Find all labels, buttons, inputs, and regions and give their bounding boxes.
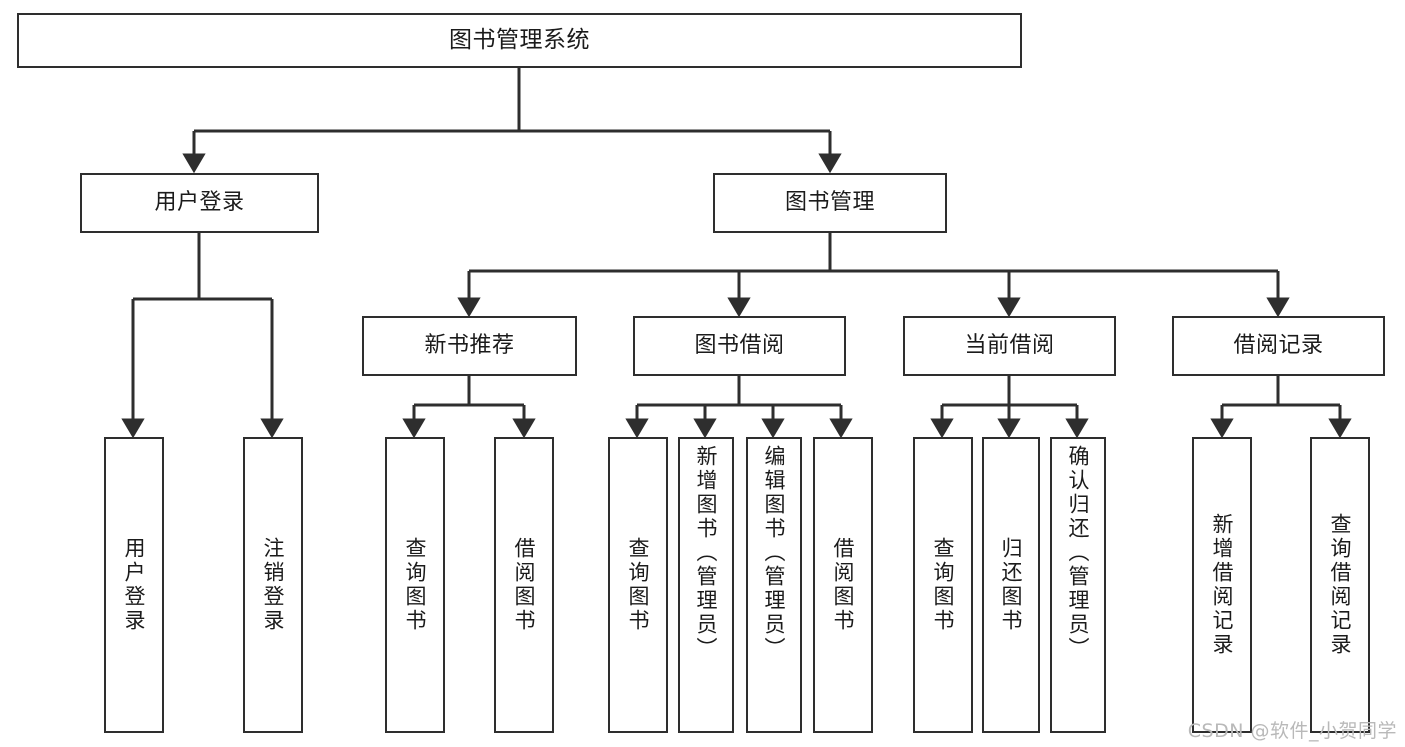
node-label: 新增借阅记录: [1210, 513, 1235, 657]
node-label: 确认归还（管理员）: [1066, 445, 1091, 661]
leaf-book-borrow-borrow-books[interactable]: 借阅图书: [813, 437, 873, 733]
node-new-book-recommend[interactable]: 新书推荐: [362, 316, 577, 376]
node-current-borrow[interactable]: 当前借阅: [903, 316, 1116, 376]
node-label: 用户登录: [154, 190, 245, 216]
node-label: 当前借阅: [964, 333, 1055, 359]
node-label: 查询借阅记录: [1328, 513, 1353, 657]
node-label: 注销登录: [261, 537, 286, 633]
node-label: 用户登录: [122, 537, 147, 633]
edges-root-to-level2: [182, 68, 842, 174]
leaf-borrow-record-add-record[interactable]: 新增借阅记录: [1192, 437, 1252, 733]
csdn-watermark: CSDN @软件_小贺同学: [1187, 720, 1397, 742]
leaf-new-book-borrow-books[interactable]: 借阅图书: [494, 437, 554, 733]
node-label: 借阅图书: [831, 537, 856, 633]
node-book-management[interactable]: 图书管理: [713, 173, 947, 233]
node-label: 图书管理: [784, 190, 875, 216]
node-borrow-record[interactable]: 借阅记录: [1172, 316, 1385, 376]
leaf-new-book-query-books[interactable]: 查询图书: [385, 437, 445, 733]
node-label: 新增图书（管理员）: [694, 445, 719, 661]
leaf-borrow-record-query-record[interactable]: 查询借阅记录: [1310, 437, 1370, 733]
node-user-login[interactable]: 用户登录: [80, 173, 319, 233]
node-label: 查询图书: [931, 537, 956, 633]
edges-borrowrecord-to-leaves: [1210, 376, 1352, 439]
leaf-book-borrow-query-books[interactable]: 查询图书: [608, 437, 668, 733]
edges-newbook-to-leaves: [402, 376, 536, 439]
node-label: 查询图书: [626, 537, 651, 633]
leaf-current-borrow-confirm-return-admin[interactable]: 确认归还（管理员）: [1050, 437, 1106, 733]
edges-currentborrow-to-leaves: [930, 376, 1089, 439]
node-label: 借阅记录: [1233, 333, 1324, 359]
node-label: 借阅图书: [512, 537, 537, 633]
node-label: 图书管理系统: [449, 26, 590, 53]
leaf-current-borrow-query-books[interactable]: 查询图书: [913, 437, 973, 733]
leaf-book-borrow-edit-book-admin[interactable]: 编辑图书（管理员）: [746, 437, 802, 733]
leaf-book-borrow-add-book-admin[interactable]: 新增图书（管理员）: [678, 437, 734, 733]
node-root-book-management-system[interactable]: 图书管理系统: [17, 13, 1022, 68]
node-label: 编辑图书（管理员）: [762, 445, 787, 661]
node-label: 图书借阅: [694, 333, 785, 359]
leaf-user-login[interactable]: 用户登录: [104, 437, 164, 733]
leaf-logout[interactable]: 注销登录: [243, 437, 303, 733]
edges-bookborrow-to-leaves: [625, 376, 853, 439]
leaf-current-borrow-return-books[interactable]: 归还图书: [982, 437, 1040, 733]
node-label: 新书推荐: [424, 333, 515, 359]
node-label: 查询图书: [403, 537, 428, 633]
node-book-borrow[interactable]: 图书借阅: [633, 316, 846, 376]
edges-userlogin-to-leaves: [121, 233, 284, 439]
node-label: 归还图书: [999, 537, 1024, 633]
edges-bookmanage-to-level3: [457, 233, 1290, 318]
